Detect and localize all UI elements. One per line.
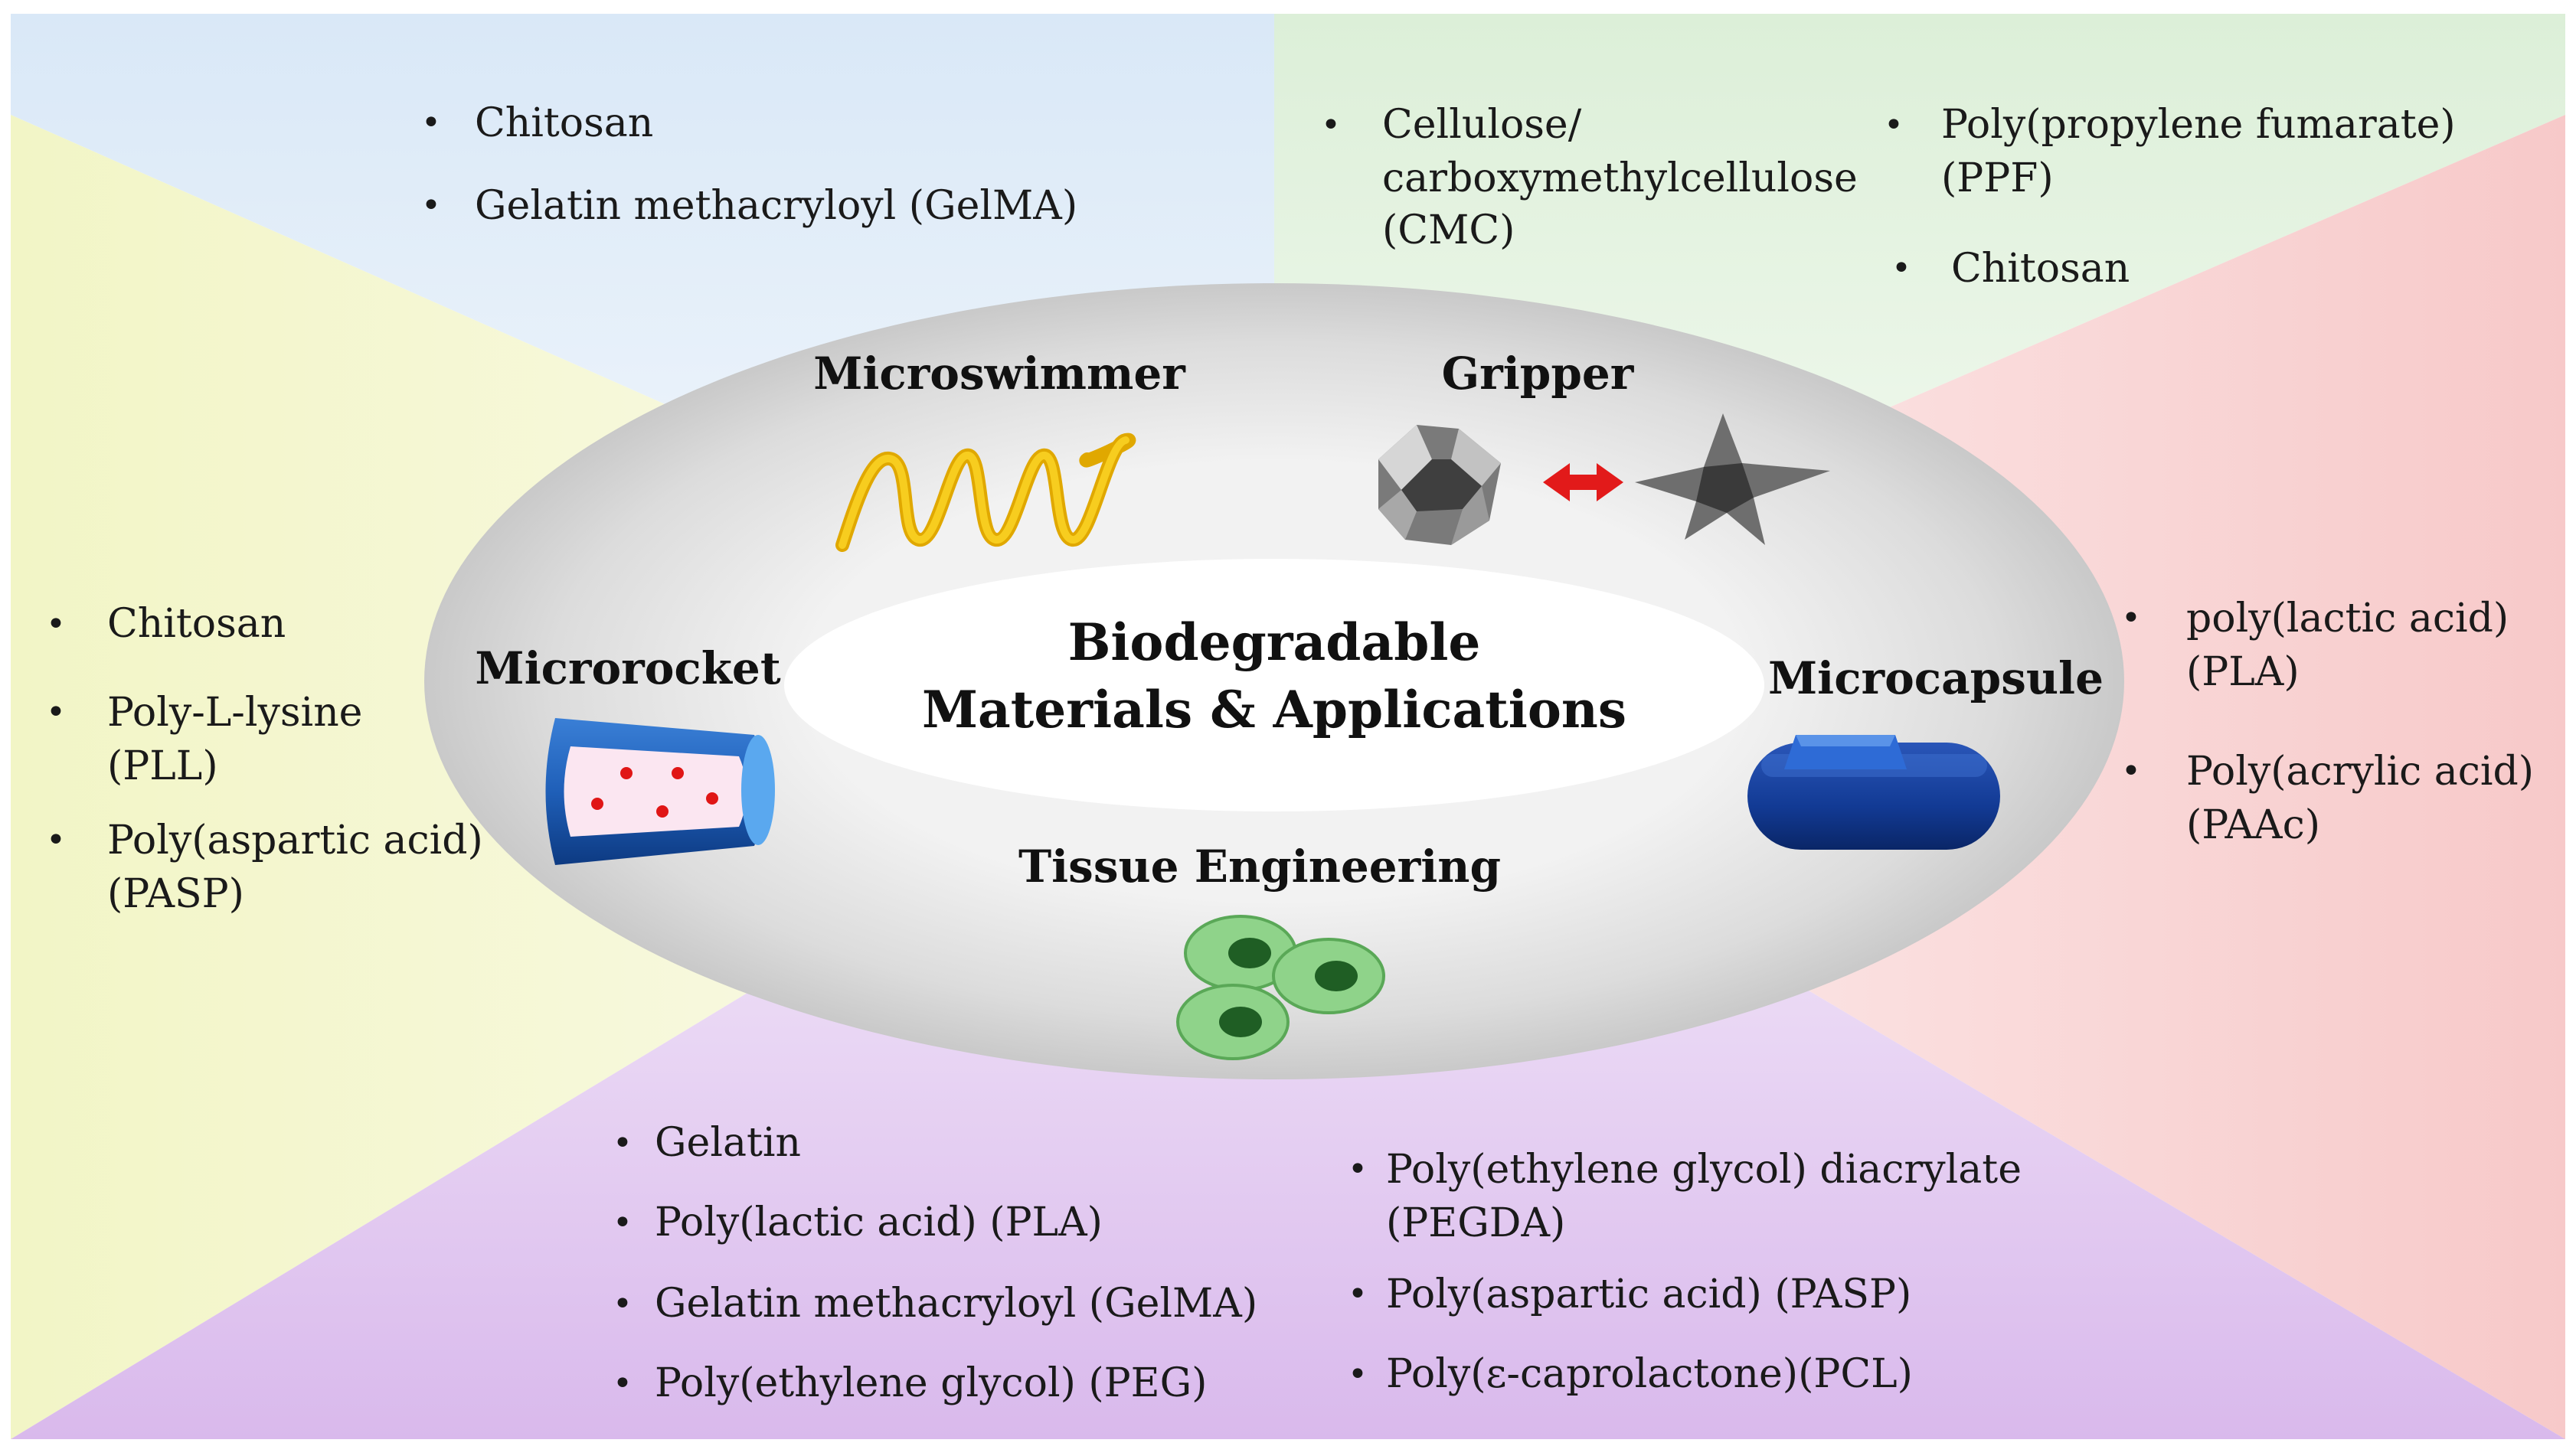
star-gripper-icon	[1635, 413, 1830, 545]
material-item: (PEGDA)	[1386, 1200, 1565, 1246]
material-item: Chitosan	[107, 601, 286, 647]
bullet: •	[613, 1285, 633, 1324]
material-item: Poly(ε-caprolactone)(PCL)	[1386, 1351, 1913, 1397]
gripper-title: Gripper	[1442, 348, 1635, 400]
material-item: Poly(acrylic acid)	[2186, 749, 2534, 795]
bullet: •	[1348, 1150, 1368, 1189]
spiral-helix-icon	[835, 433, 1136, 552]
materials-gripper-right: • Poly(propylene fumarate) (PPF) • Chito…	[1884, 102, 2456, 292]
materials-tissue-right: • Poly(ethylene glycol) diacrylate (PEGD…	[1348, 1147, 2022, 1397]
material-item: (PAAc)	[2186, 802, 2320, 848]
bullet: •	[613, 1364, 633, 1403]
material-item: (PLA)	[2186, 649, 2300, 695]
materials-tissue-left: • Gelatin • Poly(lactic acid) (PLA) • Ge…	[613, 1120, 1257, 1406]
bullet: •	[1321, 106, 1341, 145]
material-item: Poly(aspartic acid) (PASP)	[1386, 1272, 1911, 1317]
bullet: •	[613, 1124, 633, 1163]
bullet: •	[613, 1203, 633, 1242]
material-item: Gelatin	[655, 1120, 801, 1166]
rocket-tube-icon	[545, 718, 775, 865]
material-item: Chitosan	[475, 100, 653, 146]
capsule-icon	[1747, 735, 2000, 850]
bullet: •	[46, 821, 66, 860]
cells-icon	[1176, 915, 1385, 1060]
bullet: •	[1348, 1355, 1368, 1394]
center-ellipse	[784, 559, 1764, 811]
center-title-line2: Materials & Applications	[922, 680, 1626, 739]
bullet: •	[421, 103, 441, 142]
bullet: •	[421, 186, 441, 225]
bullet: •	[46, 693, 66, 732]
microcapsule-title: Microcapsule	[1768, 652, 2104, 704]
material-item: Poly(ethylene glycol) diacrylate	[1386, 1147, 2022, 1193]
materials-gripper-left: • Cellulose/ carboxymethylcellulose (CMC…	[1321, 102, 1858, 253]
microswimmer-title: Microswimmer	[813, 348, 1186, 400]
material-item: (PASP)	[107, 871, 244, 917]
bullet: •	[1348, 1275, 1368, 1314]
material-item: Poly-L-lysine	[107, 690, 362, 736]
tissue-engineering-title: Tissue Engineering	[1018, 841, 1501, 893]
material-item: Gelatin methacryloyl (GelMA)	[655, 1281, 1257, 1327]
material-item: Poly(lactic acid) (PLA)	[655, 1200, 1103, 1245]
materials-microrocket: • Chitosan • Poly-L-lysine (PLL) • Poly(…	[46, 601, 483, 917]
bullet: •	[2121, 752, 2141, 791]
material-item: Chitosan	[1951, 246, 2130, 292]
material-item: poly(lactic acid)	[2186, 596, 2509, 641]
material-item: Poly(ethylene glycol) (PEG)	[655, 1360, 1207, 1406]
bullet: •	[1884, 106, 1904, 145]
material-item: Gelatin methacryloyl (GelMA)	[475, 183, 1077, 229]
material-item: carboxymethylcellulose	[1382, 155, 1858, 201]
double-arrow-icon	[1543, 463, 1623, 501]
material-item: Cellulose/	[1382, 102, 1582, 148]
materials-microswimmer: • Chitosan • Gelatin methacryloyl (GelMA…	[421, 100, 1077, 229]
material-item: Poly(propylene fumarate)	[1941, 102, 2456, 148]
bullet: •	[46, 605, 66, 644]
gripper-folded-icon	[1378, 425, 1501, 545]
material-item: (PPF)	[1941, 155, 2054, 201]
bullet: •	[1891, 249, 1911, 288]
materials-microcapsule: • poly(lactic acid) (PLA) • Poly(acrylic…	[2121, 596, 2534, 848]
microrocket-title: Microrocket	[475, 642, 780, 694]
bullet: •	[2121, 599, 2141, 638]
center-title-line1: Biodegradable	[1068, 612, 1481, 672]
material-item: (CMC)	[1382, 207, 1515, 253]
material-item: Poly(aspartic acid)	[107, 818, 483, 863]
material-item: (PLL)	[107, 743, 218, 789]
